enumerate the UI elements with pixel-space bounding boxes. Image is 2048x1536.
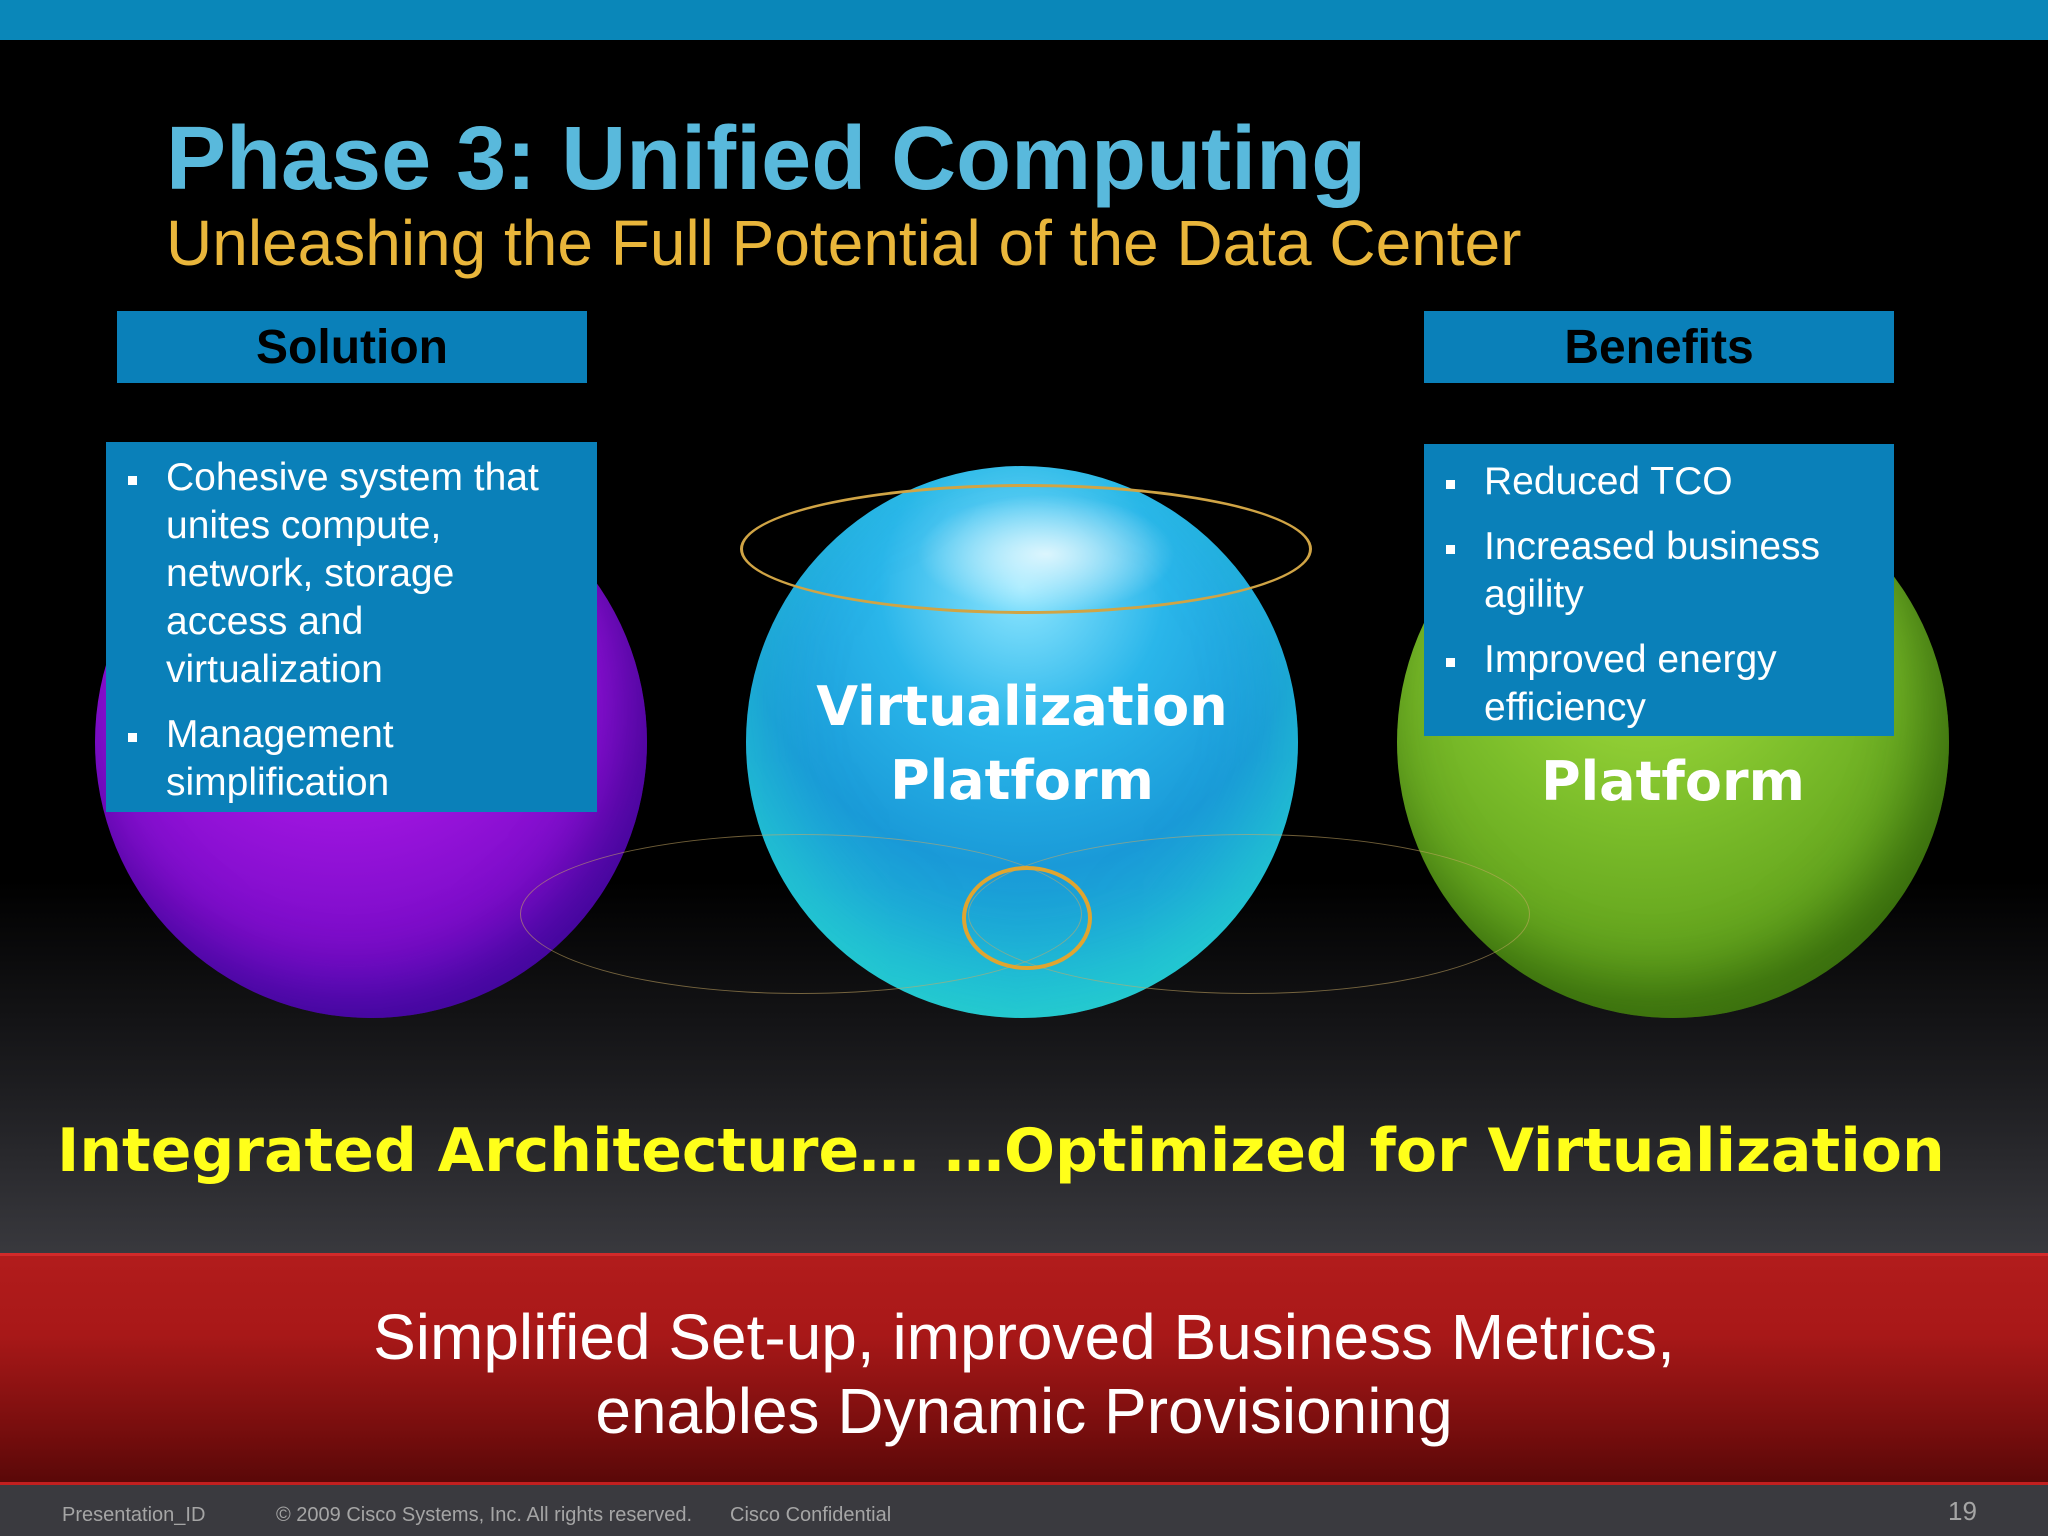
solution-item: Cohesive system that unites compute, net…: [106, 454, 576, 694]
page-number: 19: [1948, 1496, 1977, 1526]
footer-presentation-id: Presentation_ID: [62, 1504, 206, 1526]
solution-header: Solution: [117, 311, 587, 383]
benefit-item: Increased business agility: [1424, 523, 1894, 619]
benefits-list: Reduced TCO Increased business agility I…: [1424, 444, 1894, 732]
footer-copyright: © 2009 Cisco Systems, Inc. All rights re…: [276, 1504, 693, 1526]
banner-line1: Simplified Set-up, improved Business Met…: [373, 1301, 1675, 1373]
solution-box: Cohesive system that unites compute, net…: [106, 442, 597, 812]
sphere-label-line2: Platform: [890, 749, 1154, 812]
orbit-ring-top: [740, 484, 1312, 614]
benefit-item: Reduced TCO: [1424, 458, 1894, 506]
orbit-ring-small: [962, 866, 1092, 970]
slide-subtitle: Unleashing the Full Potential of the Dat…: [166, 207, 1522, 279]
slide-title: Phase 3: Unified Computing: [166, 109, 1367, 209]
summary-banner: Simplified Set-up, improved Business Met…: [0, 1253, 2048, 1485]
caption-optimized-virtualization: …Optimized for Virtualization: [944, 1116, 1945, 1186]
benefits-box: Reduced TCO Increased business agility I…: [1424, 444, 1894, 736]
banner-line2: enables Dynamic Provisioning: [595, 1375, 1453, 1447]
solution-list: Cohesive system that unites compute, net…: [106, 442, 576, 807]
caption-integrated-architecture: Integrated Architecture…: [57, 1116, 920, 1186]
top-bar: [0, 0, 2048, 40]
banner-text: Simplified Set-up, improved Business Met…: [0, 1300, 2048, 1448]
benefit-item: Improved energy efficiency: [1424, 636, 1894, 732]
sphere-label-line1: Virtualization: [816, 675, 1228, 738]
benefits-header: Benefits: [1424, 311, 1894, 383]
virtualization-platform-label: Virtualization Platform: [746, 670, 1298, 818]
solution-item: Management simplification: [106, 711, 576, 807]
footer-confidential: Cisco Confidential: [730, 1504, 892, 1526]
green-sphere-label: Platform: [1541, 750, 1805, 813]
